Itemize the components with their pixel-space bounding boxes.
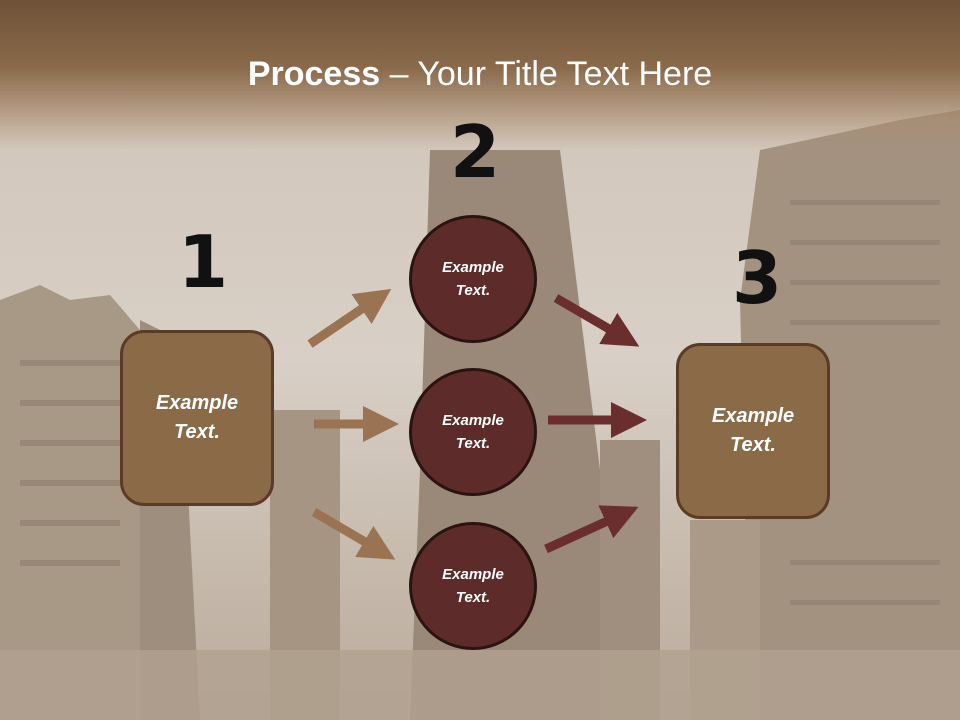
arrow-circle3-to-box3 <box>544 505 639 554</box>
step-3-box: Example Text. <box>676 343 830 519</box>
title-bold: Process <box>247 55 381 93</box>
step-1-box-text: Example Text. <box>155 392 239 443</box>
step-number-3: 3 <box>732 236 783 320</box>
title-rest: – Your Title Text Here <box>380 55 713 93</box>
step-1-box: Example Text. <box>120 330 274 506</box>
step-3-box-text: Example Text. <box>711 405 795 456</box>
circle-middle-text: Example Text. <box>442 412 504 452</box>
step-2-circle-bottom: Example Text. <box>409 522 537 650</box>
step-number-2: 2 <box>450 110 501 194</box>
step-2-circle-middle: Example Text. <box>409 368 537 496</box>
step-number-1: 1 <box>178 220 229 304</box>
arrow-circle1-to-box3 <box>553 294 640 347</box>
title-bar <box>0 0 960 150</box>
slide-title: Process – Your Title Text Here <box>0 52 960 96</box>
arrow-box1-to-circle1 <box>307 288 392 348</box>
circle-top-text: Example Text. <box>442 259 504 299</box>
circle-bottom-text: Example Text. <box>442 566 504 606</box>
step-2-circle-top: Example Text. <box>409 215 537 343</box>
arrow-box1-to-circle3 <box>311 508 396 560</box>
